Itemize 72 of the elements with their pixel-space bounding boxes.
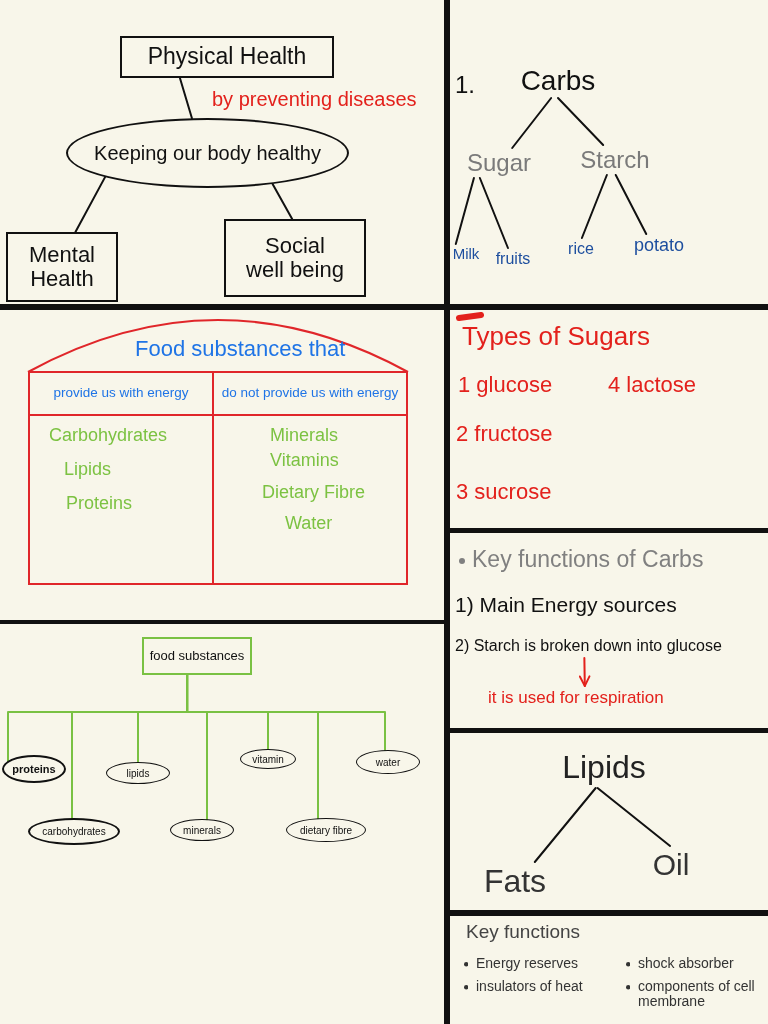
tree-term: Milk <box>449 244 483 264</box>
column-heading: do not provide us with energy <box>221 386 399 401</box>
connector-line <box>186 674 386 752</box>
list-item: 3 sucrose <box>456 480 552 505</box>
table-cell <box>28 414 214 585</box>
food-item: Minerals <box>270 426 339 446</box>
food-item: Carbohydrates <box>49 426 168 446</box>
table-cell <box>212 414 408 585</box>
connector-line <box>178 77 193 120</box>
tree-term: rice <box>566 238 596 260</box>
concept-label: vitamin <box>252 753 284 765</box>
concept-oval <box>2 755 66 783</box>
column-heading: provide us with energy <box>53 386 189 401</box>
list-item: components of cell membrane <box>638 979 756 1010</box>
concept-label: Mental Health <box>27 242 96 292</box>
list-item: Energy reserves <box>476 956 578 972</box>
connector-line <box>511 97 553 149</box>
statement-text: 2) Starch is broken down into glucose <box>455 634 763 658</box>
connector-line <box>478 177 509 249</box>
arrow <box>578 657 591 687</box>
food-item: Water <box>285 514 333 534</box>
list-item: shock absorber <box>638 956 734 972</box>
concept-box <box>120 36 334 78</box>
food-item: Vitamins <box>270 451 339 471</box>
concept-label: Keeping our body healthy <box>94 142 321 164</box>
connector-line <box>74 176 107 233</box>
table-cell <box>28 371 214 416</box>
list-item: 4 lactose <box>608 373 697 398</box>
concept-label: minerals <box>183 824 221 836</box>
connector-line <box>557 97 605 146</box>
section-heading: Key functions <box>466 922 581 943</box>
food-item: Proteins <box>66 494 133 514</box>
list-item: 1 glucose <box>458 373 553 398</box>
connector-line <box>580 174 608 239</box>
tree-term: potato <box>630 234 688 258</box>
concept-label: lipids <box>126 767 150 779</box>
tree-term: Fats <box>482 862 548 902</box>
concept-box <box>142 637 252 675</box>
tree-term: Lipids <box>558 748 650 788</box>
list-item: 1) Main Energy sources <box>455 593 677 617</box>
statement-text: it is used for respiration <box>488 686 708 710</box>
tree-term: Carbs <box>520 64 596 98</box>
tree-term: Sugar <box>466 148 532 178</box>
section-heading: Types of Sugars <box>462 322 650 351</box>
list-item: insulators of heat <box>476 979 583 995</box>
concept-label: proteins <box>12 762 56 776</box>
tree-term: fruits <box>492 248 534 270</box>
concept-label: dietary fibre <box>299 824 353 836</box>
note-text: by preventing diseases <box>212 88 417 110</box>
list-number: 1. <box>455 72 475 99</box>
connector-line <box>454 177 475 245</box>
table-cell <box>212 371 408 416</box>
connector-line <box>271 183 294 220</box>
concept-box <box>6 232 118 302</box>
concept-label: carbohydrates <box>42 826 106 837</box>
table-title: Food substances that <box>135 337 346 362</box>
concept-oval <box>66 118 349 188</box>
connector-line <box>614 174 648 235</box>
concept-label: Physical Health <box>147 44 307 70</box>
concept-label: food substances <box>149 648 245 664</box>
food-item: Lipids <box>64 460 112 480</box>
connector-line <box>533 787 597 863</box>
tree-term: Starch <box>578 145 652 175</box>
concept-label: Social well being <box>245 233 345 283</box>
food-item: Dietary Fibre <box>262 483 366 503</box>
tree-term: Oil <box>648 846 694 882</box>
concept-box <box>224 219 366 297</box>
concept-oval <box>28 818 120 845</box>
concept-label: water <box>375 756 401 768</box>
section-heading: Key functions of Carbs <box>472 547 704 573</box>
connector-line <box>596 787 672 847</box>
list-item: 2 fructose <box>456 422 553 447</box>
